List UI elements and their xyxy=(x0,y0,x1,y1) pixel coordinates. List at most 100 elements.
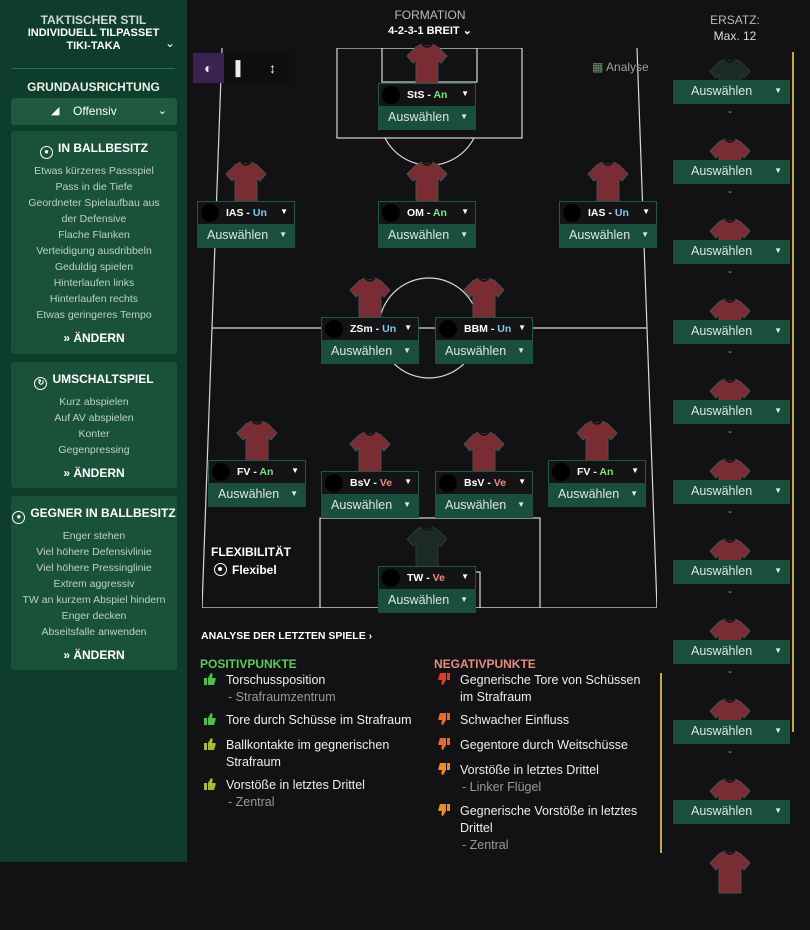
sub-select[interactable]: Auswählen▼ xyxy=(673,160,790,184)
sub-slot[interactable]: Auswählen▼- xyxy=(673,298,790,378)
caret-down-icon: ▼ xyxy=(291,466,299,475)
caret-down-icon: ▼ xyxy=(517,346,525,355)
role-selector[interactable]: ZSm - Un▼ xyxy=(321,317,419,340)
jersey-icon xyxy=(463,277,505,321)
instruction-item: Etwas geringeres Tempo xyxy=(36,309,152,321)
tactical-style-selector[interactable]: TAKTISCHER STIL INDIVIDUELL TILPASSET TI… xyxy=(0,0,187,66)
analysis-link[interactable]: ANALYSE DER LETZTEN SPIELE › xyxy=(201,630,372,642)
player-slot[interactable]: BBM - Un▼Auswählen▼ xyxy=(435,277,533,365)
transition-panel: ↻UMSCHALTSPIEL Kurz abspielen Auf AV abs… xyxy=(11,362,177,488)
sub-select[interactable]: Auswählen▼ xyxy=(673,240,790,264)
formation-selector[interactable]: FORMATION 4-2-3-1 BREIT ⌄ xyxy=(360,8,500,37)
sub-select[interactable]: Auswählen▼ xyxy=(673,640,790,664)
grundausrichtung-select[interactable]: ◢ Offensiv ⌄ xyxy=(11,98,177,125)
role-selector[interactable]: BsV - Ve ▼ xyxy=(435,471,533,494)
sub-slot[interactable]: Auswählen▼- xyxy=(673,618,790,698)
jersey-icon xyxy=(406,161,448,205)
role-name: BBM xyxy=(464,323,488,335)
sub-slot[interactable]: Auswählen▼- xyxy=(673,138,790,218)
change-button[interactable]: » ÄNDERN xyxy=(11,648,177,662)
role-selector[interactable]: IAS - Un▼ xyxy=(197,201,295,224)
select-label: Auswählen xyxy=(445,498,507,512)
role-label: BsV - Ve xyxy=(464,477,507,489)
flexibility-value[interactable]: Flexibel xyxy=(214,563,277,577)
player-slot[interactable]: FV - An▼Auswählen▼ xyxy=(548,420,646,508)
player-select[interactable]: Auswählen▼ xyxy=(378,106,476,130)
tab-mentality[interactable]: ◐ xyxy=(193,53,224,83)
analyse-label: Analyse xyxy=(606,60,649,74)
tab-stats[interactable]: ▌ xyxy=(225,53,256,83)
role-selector[interactable]: FV - An▼ xyxy=(548,460,646,483)
role-selector[interactable]: TW - Ve▼ xyxy=(378,566,476,589)
player-slot[interactable]: TW - Ve▼Auswählen▼ xyxy=(378,526,476,614)
subs-scrollbar[interactable] xyxy=(792,52,794,732)
tactical-style-line1: INDIVIDUELL TILPASSET xyxy=(27,27,160,39)
role-label: TW - Ve xyxy=(407,572,445,584)
role-name: IAS xyxy=(588,207,606,219)
caret-down-icon: ▼ xyxy=(774,806,782,815)
out-of-possession-panel: ●GEGNER IN BALLBESITZ Enger stehen Viel … xyxy=(11,496,177,670)
instruction-item: Geordneter Spielaufbau aus xyxy=(28,197,160,209)
role-selector[interactable]: FV - An▼ xyxy=(208,460,306,483)
player-select[interactable]: Auswählen▼ xyxy=(197,224,295,248)
sub-select[interactable]: Auswählen▼ xyxy=(673,480,790,504)
sub-select[interactable]: Auswählen▼ xyxy=(673,80,790,104)
role-name: FV xyxy=(237,466,251,478)
tactical-style-line2: TIKI-TAKA xyxy=(66,40,121,52)
select-label: Auswählen xyxy=(691,244,753,258)
player-slot[interactable]: ZSm - Un▼Auswählen▼ xyxy=(321,277,419,365)
sub-select[interactable]: Auswählen▼ xyxy=(673,800,790,824)
sub-select[interactable]: Auswählen▼ xyxy=(673,320,790,344)
chevron-down-icon: ⌄ xyxy=(462,25,472,37)
player-slot[interactable]: StS - An▼Auswählen▼ xyxy=(378,43,476,131)
sub-slot[interactable]: Auswählen▼- xyxy=(673,538,790,618)
sub-slot[interactable]: Auswählen▼- xyxy=(673,378,790,458)
player-select[interactable]: Auswählen▼ xyxy=(435,340,533,364)
sub-slot[interactable]: Auswählen▼- xyxy=(673,698,790,778)
tactical-style-title: TAKTISCHER STIL xyxy=(40,13,147,27)
sub-slot[interactable]: Auswählen▼- xyxy=(673,218,790,298)
player-select[interactable]: Auswählen▼ xyxy=(435,494,533,518)
analysis-scrollbar[interactable] xyxy=(660,673,662,853)
select-label: Auswählen xyxy=(388,110,450,124)
role-selector[interactable]: StS - An▼ xyxy=(378,83,476,106)
player-select[interactable]: Auswählen▼ xyxy=(559,224,657,248)
role-selector[interactable]: IAS - Un▼ xyxy=(559,201,657,224)
change-button[interactable]: » ÄNDERN xyxy=(11,331,177,345)
player-slot[interactable]: FV - An▼Auswählen▼ xyxy=(208,420,306,508)
player-select[interactable]: Auswählen▼ xyxy=(208,483,306,507)
role-selector[interactable]: BsV - Ve▼ xyxy=(321,471,419,494)
caret-down-icon: ▼ xyxy=(403,500,411,509)
analyse-button[interactable]: ▦ Analyse xyxy=(592,60,649,74)
change-button[interactable]: » ÄNDERN xyxy=(11,466,177,480)
player-slot[interactable]: IAS - Un▼Auswählen▼ xyxy=(197,161,295,249)
player-slot[interactable]: IAS - Un▼Auswählen▼ xyxy=(559,161,657,249)
sub-select[interactable]: Auswählen▼ xyxy=(673,400,790,424)
player-select[interactable]: Auswählen▼ xyxy=(548,483,646,507)
sub-slot[interactable] xyxy=(673,850,790,930)
jersey-icon xyxy=(406,526,448,570)
player-slot[interactable]: BsV - Ve ▼ Auswählen▼ xyxy=(435,431,533,519)
role-selector[interactable]: BBM - Un▼ xyxy=(435,317,533,340)
role-selector[interactable]: OM - An▼ xyxy=(378,201,476,224)
chevron-down-icon: ⌄ xyxy=(157,105,167,117)
penalty-area-bottom xyxy=(319,517,541,608)
select-label: Auswählen xyxy=(691,324,753,338)
sub-slot[interactable]: Auswählen▼- xyxy=(673,58,790,138)
sub-slot[interactable]: Auswählen▼- xyxy=(673,458,790,538)
chevron-down-icon[interactable]: ⌄ xyxy=(164,36,175,50)
player-select[interactable]: Auswählen▼ xyxy=(321,494,419,518)
player-slot[interactable]: BsV - Ve▼Auswählen▼ xyxy=(321,431,419,519)
tab-instructions[interactable]: ↕ xyxy=(257,53,288,83)
sub-select[interactable]: Auswählen▼ xyxy=(673,720,790,744)
sub-slot[interactable]: Auswählen▼ xyxy=(673,778,790,858)
player-select[interactable]: Auswählen▼ xyxy=(378,224,476,248)
player-select[interactable]: Auswählen▼ xyxy=(378,589,476,613)
caret-down-icon: ▼ xyxy=(460,595,468,604)
caret-down-icon: ▼ xyxy=(518,477,526,486)
player-slot[interactable]: OM - An▼Auswählen▼ xyxy=(378,161,476,249)
player-select[interactable]: Auswählen▼ xyxy=(321,340,419,364)
sub-select[interactable]: Auswählen▼ xyxy=(673,560,790,584)
duty-label: Un xyxy=(382,323,397,335)
item-text: Ballkontakte im gegnerischen Strafraum xyxy=(226,738,390,769)
